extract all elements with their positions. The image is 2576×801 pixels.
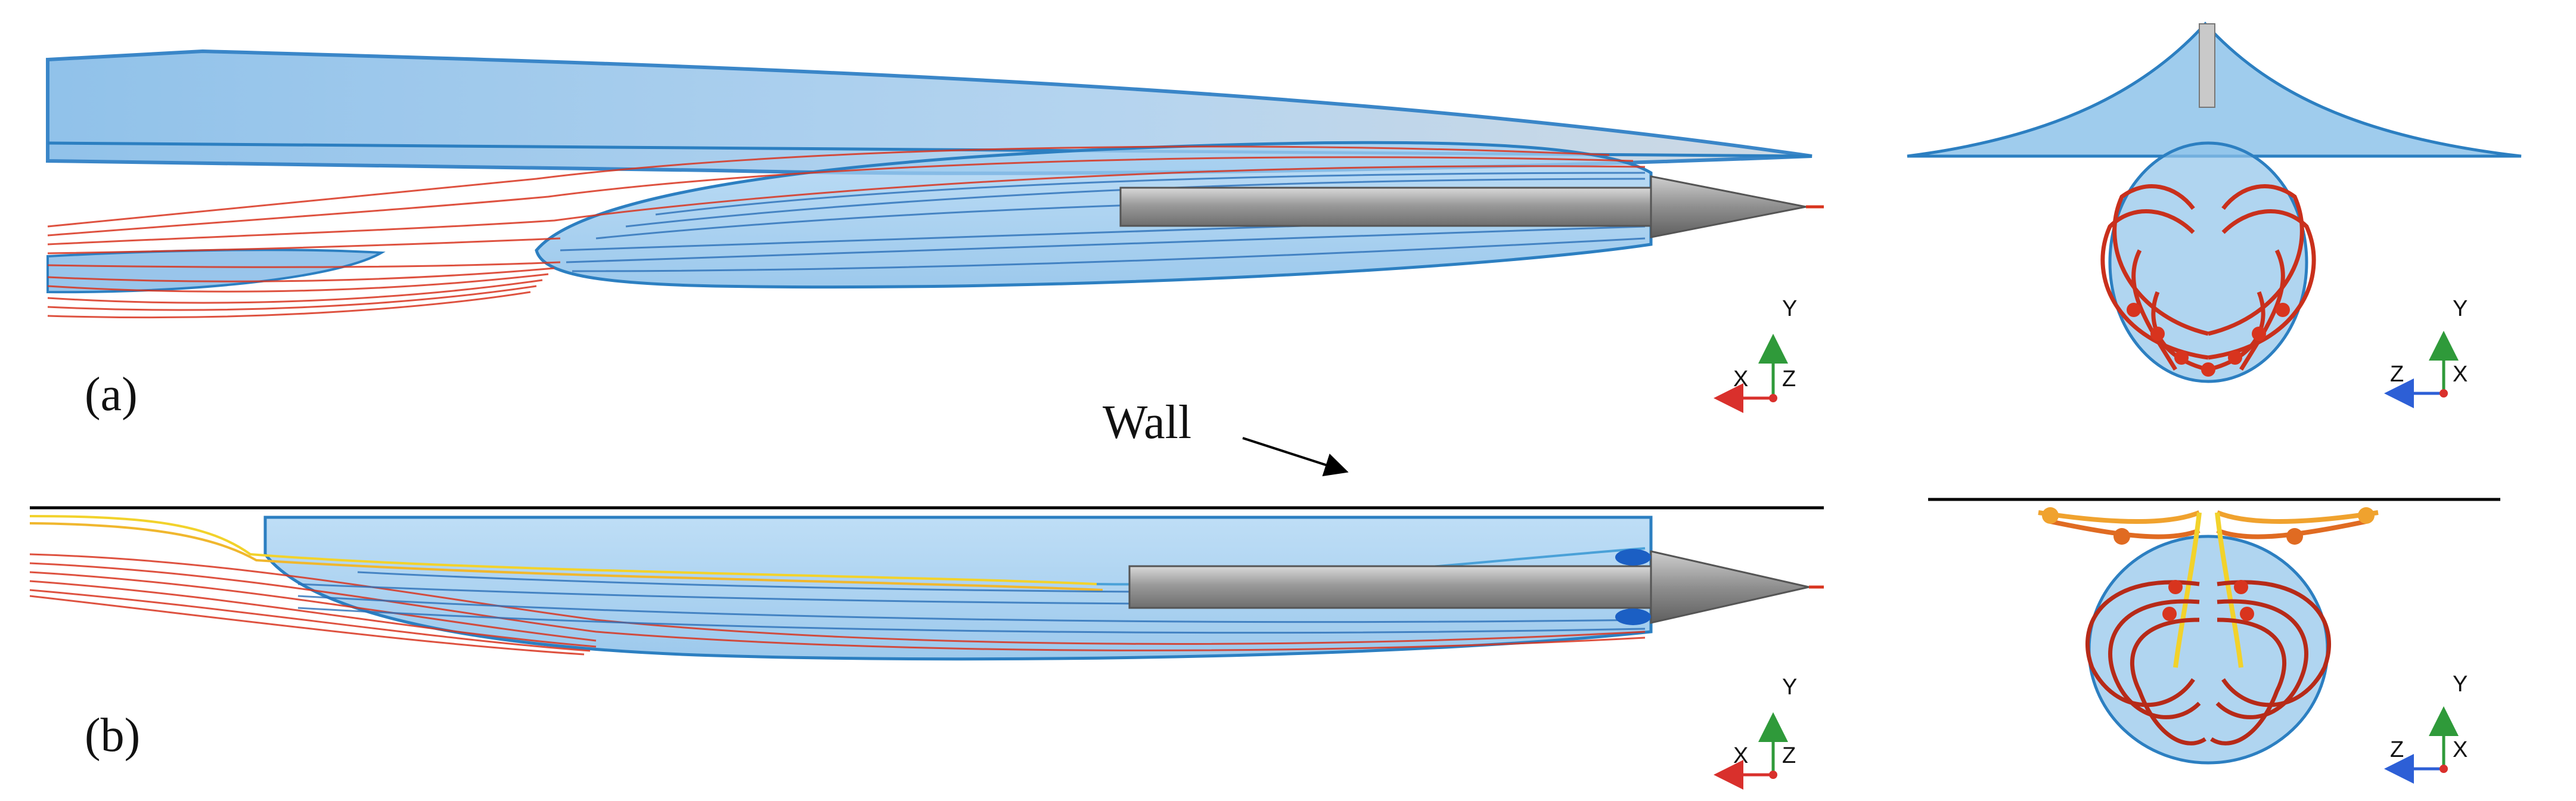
- axis-triad-front-a: Z X Y: [2384, 296, 2468, 408]
- cavity-cross-section-b: [2087, 535, 2329, 765]
- wall-label: Wall: [1103, 396, 1191, 449]
- wall-streamlines-b: [2038, 510, 2379, 668]
- axis-triad-b: X Z Y: [1714, 675, 1797, 790]
- axis-triad-front-b: Z X Y: [2384, 672, 2468, 784]
- axis-z-label-b: Z: [1782, 743, 1796, 768]
- axis-x-label-b: X: [1733, 743, 1748, 768]
- axis-y-label-b: Y: [1782, 675, 1797, 700]
- panel-b-side-view: X Z Y: [29, 515, 1824, 790]
- axis-y-label-front: Y: [2453, 296, 2468, 321]
- wake-tube-a: [46, 249, 386, 294]
- axis-z-label-front: Z: [2390, 362, 2404, 387]
- projectile-body-b: [1128, 565, 1655, 609]
- axis-x-label-front-b: X: [2453, 737, 2468, 762]
- axis-y-label-front-b: Y: [2453, 672, 2468, 697]
- axis-x-label: X: [1733, 367, 1748, 392]
- panel-a-front-view: Z X Y: [1907, 21, 2522, 408]
- streamlines-red-a: [47, 145, 1646, 319]
- vortex-streamlines-b: [2085, 580, 2331, 746]
- wall-arrow: [1242, 437, 1349, 477]
- axis-x-label-front: X: [2453, 362, 2468, 387]
- streamlines-red-b: [29, 553, 1646, 656]
- projectile-body-a: [1119, 187, 1652, 227]
- vortex-markers-b: [2042, 507, 2375, 621]
- cavity-cross-section-a: [2108, 141, 2308, 383]
- axis-triad-a: X Z Y: [1714, 296, 1797, 413]
- projectile-cone-a: [1650, 175, 1807, 238]
- panel-b-front-view: Z X Y: [2038, 507, 2468, 784]
- panel-a-side-view: X Z Y: [46, 49, 1824, 413]
- axis-z-label-front-b: Z: [2390, 737, 2404, 762]
- axis-y-label: Y: [1782, 296, 1797, 321]
- axis-z-label: Z: [1782, 367, 1796, 392]
- panel-a-label: (a): [85, 368, 138, 421]
- panel-b-label: (b): [85, 709, 140, 762]
- vortex-markers-a: [2127, 303, 2290, 377]
- projectile-cone-b: [1650, 550, 1810, 624]
